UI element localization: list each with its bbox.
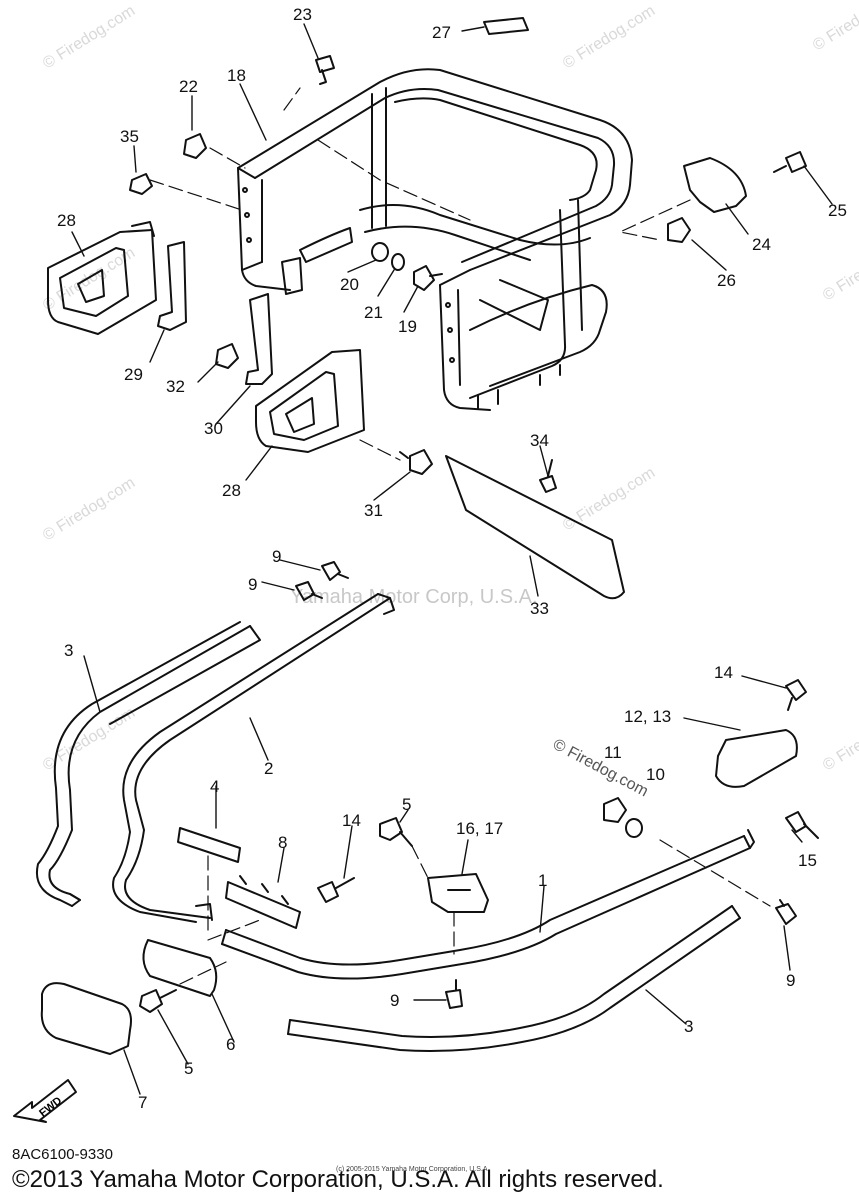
center-watermark: Yamaha Motor Corp, U.S.A. bbox=[290, 586, 538, 608]
bolt-31 bbox=[399, 449, 433, 475]
part-number: 8AC6100-9330 bbox=[12, 1146, 113, 1163]
callout-31: 31 bbox=[364, 501, 383, 520]
callout-11: 11 bbox=[604, 743, 622, 762]
callout-24: 24 bbox=[752, 235, 771, 254]
callout-14-lower: 14 bbox=[342, 811, 361, 830]
nut-22 bbox=[183, 133, 207, 159]
bracket-29 bbox=[157, 241, 187, 331]
bolt-9-top-2 bbox=[295, 581, 323, 601]
callout-28-lower: 28 bbox=[222, 481, 241, 500]
callout-30: 30 bbox=[204, 419, 223, 438]
rail-1 bbox=[221, 829, 755, 980]
callout-10: 10 bbox=[646, 765, 665, 784]
callout-4: 4 bbox=[210, 777, 220, 796]
callout-14-upper: 14 bbox=[714, 663, 733, 682]
sticker-27 bbox=[483, 17, 529, 35]
bolt-23 bbox=[315, 55, 335, 85]
rail-2 bbox=[112, 593, 395, 923]
callout-12-13: 12, 13 bbox=[624, 707, 672, 726]
callout-27: 27 bbox=[432, 23, 451, 42]
grab-bar-28-lower bbox=[255, 349, 365, 453]
callout-5-upper: 5 bbox=[402, 795, 412, 814]
callout-8: 8 bbox=[278, 833, 288, 852]
bolt-9-top-1 bbox=[321, 561, 349, 581]
rivet-14-upper bbox=[785, 679, 807, 711]
grab-bar-28-upper bbox=[47, 221, 157, 335]
callout-15: 15 bbox=[798, 851, 817, 870]
callout-9-d: 9 bbox=[390, 991, 400, 1010]
callout-28-upper: 28 bbox=[57, 211, 76, 230]
bracket-8 bbox=[225, 875, 301, 929]
grip-cover-7 bbox=[40, 982, 132, 1055]
callout-22: 22 bbox=[179, 77, 198, 96]
bolt-25 bbox=[773, 151, 807, 173]
nut-32 bbox=[215, 343, 239, 369]
callout-9-a: 9 bbox=[272, 547, 282, 566]
plate-33 bbox=[445, 455, 625, 600]
rail-3-left bbox=[36, 621, 261, 907]
callout-2: 2 bbox=[264, 759, 274, 778]
leader-lines bbox=[71, 23, 833, 1095]
forward-arrow-icon: FWD bbox=[10, 1072, 80, 1137]
callout-26: 26 bbox=[717, 271, 736, 290]
small-copyright: (c) 2005-2015 Yamaha Motor Corporation, … bbox=[336, 1166, 490, 1173]
callout-5-lower: 5 bbox=[184, 1059, 194, 1078]
spacer-4 bbox=[177, 827, 241, 863]
alignment-lines bbox=[149, 87, 771, 985]
callout-34: 34 bbox=[530, 431, 549, 450]
bolt-9-bottom bbox=[445, 979, 463, 1009]
callout-20: 20 bbox=[340, 275, 359, 294]
callout-16-17: 16, 17 bbox=[456, 819, 504, 838]
nut-11 bbox=[603, 797, 627, 823]
rivet-34 bbox=[539, 459, 557, 493]
callout-23: 23 bbox=[293, 5, 312, 24]
callout-6: 6 bbox=[226, 1035, 236, 1054]
bracket-16-17 bbox=[427, 873, 489, 913]
callout-19: 19 bbox=[398, 317, 417, 336]
end-cap-12-13 bbox=[715, 729, 798, 788]
rail-3-right bbox=[287, 905, 741, 1052]
rivet-14-lower bbox=[317, 877, 355, 903]
callout-25: 25 bbox=[828, 201, 847, 220]
grip-6 bbox=[142, 939, 218, 997]
callout-35: 35 bbox=[120, 127, 139, 146]
callout-9-b: 9 bbox=[248, 575, 258, 594]
washer-21 bbox=[391, 253, 405, 271]
callout-32: 32 bbox=[166, 377, 185, 396]
callout-3-left: 3 bbox=[64, 641, 74, 660]
bolt-5-lower bbox=[139, 989, 177, 1013]
nut-35 bbox=[129, 173, 153, 195]
bolt-19 bbox=[413, 265, 443, 291]
copyright-line: ©2013 Yamaha Motor Corporation, U.S.A. A… bbox=[12, 1166, 664, 1193]
bracket-24 bbox=[683, 157, 747, 213]
bolt-9-right bbox=[775, 899, 797, 925]
bracket-30 bbox=[245, 293, 273, 385]
washer-20 bbox=[371, 242, 389, 262]
callout-33: 33 bbox=[530, 599, 549, 618]
callout-3-right: 3 bbox=[684, 1017, 694, 1036]
callout-7: 7 bbox=[138, 1093, 148, 1112]
rear-rack-frame bbox=[237, 68, 633, 411]
callout-1: 1 bbox=[538, 871, 548, 890]
callout-21: 21 bbox=[364, 303, 383, 322]
callout-9-c: 9 bbox=[786, 971, 796, 990]
rivet-15 bbox=[785, 811, 819, 839]
washer-10 bbox=[625, 818, 643, 838]
bolt-5-upper bbox=[379, 817, 413, 847]
callout-29: 29 bbox=[124, 365, 143, 384]
callout-18: 18 bbox=[227, 66, 246, 85]
nut-26 bbox=[667, 217, 691, 243]
